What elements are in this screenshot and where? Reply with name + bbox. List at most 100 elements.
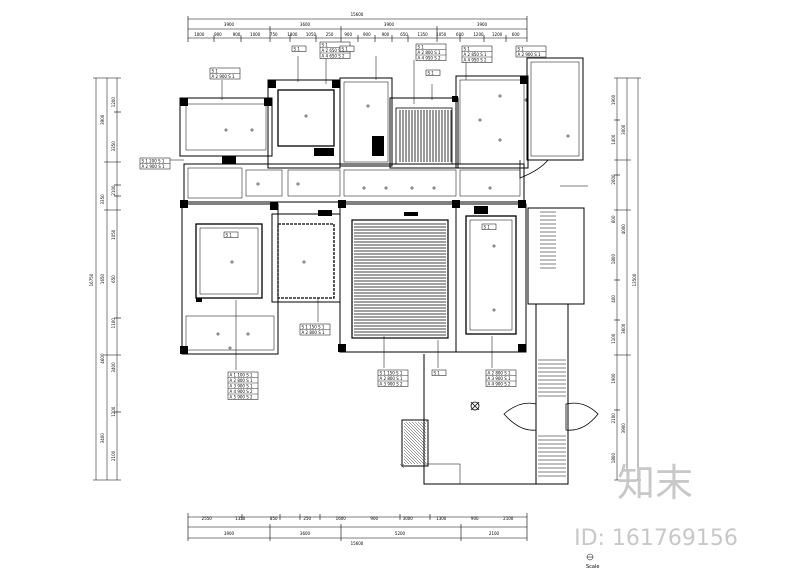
top-sub-label: 750	[270, 32, 278, 37]
tag-line: S 1	[464, 46, 471, 51]
tag-line: A 4 900 S 2	[230, 389, 254, 394]
left-main-label: 1650	[100, 273, 105, 284]
tag-line: A 4 900 S 2	[488, 381, 512, 386]
tag-t15: S 1	[431, 369, 447, 376]
tag-line: S 1	[342, 46, 349, 51]
left-main-label: 3900	[100, 114, 105, 125]
tag-line: S 1	[226, 232, 233, 237]
tag-line: S 1	[294, 46, 301, 51]
right-sub-label: 2600	[611, 174, 616, 185]
tag-line: S 1	[322, 42, 329, 47]
left-sub-label: 1200	[111, 97, 116, 108]
tag-line: A 2 900 S 1	[212, 74, 236, 79]
tag-t8: S 1	[425, 69, 441, 76]
tag-line: A 4 950 S 2	[464, 57, 488, 62]
tag-line: S 1 150 S 1	[302, 324, 325, 329]
top-sub-label: 900	[344, 32, 352, 37]
bottom-sub-label: 1300	[436, 516, 447, 521]
tag-line: A 2 800 S 1	[488, 370, 512, 375]
top-sub-label: 600	[512, 32, 520, 37]
tag-t4: S 1A 2 800 S 1A 4 950 S 2	[415, 43, 447, 61]
structural-columns	[180, 76, 528, 354]
left-sub-label: 2100	[111, 450, 116, 461]
left-sub-label: 1100	[111, 318, 116, 329]
top-sub-label: 1200	[473, 32, 484, 37]
dim-bottom-total: 15600	[351, 541, 364, 546]
tag-line: A 2 800 S 1	[302, 330, 326, 335]
top-sub-label: 1050	[436, 32, 447, 37]
left-sub-label: 2100	[111, 185, 116, 196]
top-sub-label: 900	[382, 32, 390, 37]
bottom-sub-label: 900	[370, 516, 378, 521]
hatch-block	[399, 420, 428, 469]
right-sub-label: 1900	[611, 94, 616, 105]
right-sub-label: 400	[611, 295, 616, 303]
tag-t13: S 1 150 S 1A 2 800 S 1	[299, 323, 331, 336]
right-main-label: 3000	[621, 124, 626, 135]
ceiling-lights	[216, 94, 570, 350]
tag-line: A 1 100 S 1	[230, 372, 254, 377]
left-sub-label: 1050	[111, 229, 116, 240]
top-sub-label: 1350	[418, 32, 429, 37]
tag-line: S 1	[484, 224, 491, 229]
left-main-label: 4600	[100, 353, 105, 364]
dim-right-main-row: 3000 4000 3600 3900	[621, 124, 626, 433]
tag-line: S 1	[518, 46, 525, 51]
dim-left-total: 16750	[89, 273, 94, 286]
top-sub-label: 1000	[194, 32, 205, 37]
right-main-label: 3900	[621, 423, 626, 434]
top-sub-label: 600	[456, 32, 464, 37]
bottom-sub-label: 250	[303, 516, 311, 521]
tag-line: A 4 950 S 2	[418, 55, 442, 60]
tag-line: S 1 150 S 1	[380, 370, 403, 375]
dim-top-2: 3600	[300, 22, 311, 27]
annotation-tags: S 1A 2 900 S 1S 1S 1A 2 650 S 1A 4 650 S…	[139, 41, 547, 400]
left-sub-label: 3400	[111, 362, 116, 373]
top-sub-label: 1200	[492, 32, 503, 37]
bottom-sub-label: 1350	[235, 516, 246, 521]
tag-t11: S 1 200 S 1A 2 900 S 1	[139, 157, 171, 170]
dim-top-total: 15600	[351, 12, 364, 17]
tag-line: A 2 900 S 1	[142, 164, 166, 169]
tag-line: A 2 650 S 1	[322, 48, 346, 53]
top-sub-label: 1000	[250, 32, 261, 37]
tag-line: S 1	[428, 70, 435, 75]
tag-t10: S 1	[481, 223, 497, 230]
bottom-sub-label: 850	[270, 516, 278, 521]
right-sub-label: 1900	[611, 373, 616, 384]
scale-label: Scale	[586, 564, 599, 570]
dim-top-3: 3900	[384, 22, 395, 27]
right-sub-label: 600	[611, 215, 616, 223]
top-sub-label: 900	[233, 32, 241, 37]
stair-treads	[538, 211, 566, 477]
dimension-lines	[95, 18, 639, 539]
right-main-label: 3600	[621, 323, 626, 334]
bottom-sub-label: 900	[471, 516, 479, 521]
tag-line: A 2 900 S 1	[518, 52, 542, 57]
tag-t14: S 1 150 S 1A 2 800 S 1A 3 900 S 2	[377, 369, 409, 387]
left-sub-label: 3350	[111, 141, 116, 152]
tag-line: A 3 900 S 2	[380, 381, 404, 386]
dim-top-4: 3900	[477, 22, 488, 27]
dim-bottom-3: 5200	[395, 531, 406, 536]
top-sub-label: 650	[400, 32, 408, 37]
left-sub-label: 1200	[111, 406, 116, 417]
dim-top-1: 3900	[224, 22, 235, 27]
top-sub-label: 900	[363, 32, 371, 37]
tag-t1: S 1A 2 900 S 1	[209, 67, 241, 80]
tag-line: A 3 900 S 1	[488, 376, 512, 381]
tag-line: S 1 200 S 1	[142, 158, 165, 163]
tag-t12: A 1 100 S 1A 2 800 S 1A 3 900 S 1A 4 900…	[227, 371, 259, 400]
tag-t16: A 2 800 S 1A 3 900 S 1A 4 900 S 2	[485, 369, 517, 387]
tag-t5: S 1	[339, 45, 355, 52]
bottom-sub-label: 3000	[403, 516, 414, 521]
right-sub-label: 1800	[611, 453, 616, 464]
tag-line: A 4 650 S 2	[322, 53, 346, 58]
tag-line: A 2 800 S 1	[418, 50, 442, 55]
tag-t7: S 1A 2 900 S 1	[515, 45, 547, 58]
right-sub-label: 1400	[611, 134, 616, 145]
right-main-label: 4000	[621, 224, 626, 235]
